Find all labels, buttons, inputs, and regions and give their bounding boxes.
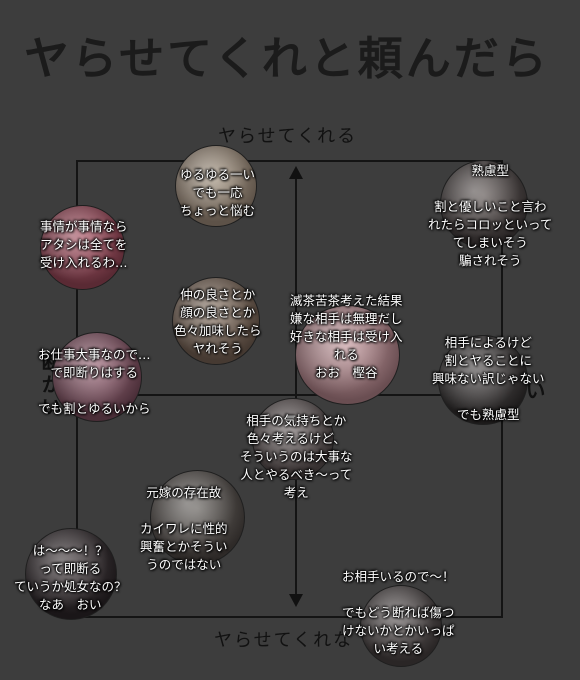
character-avatar (175, 145, 257, 227)
character-avatar (295, 305, 400, 405)
vertical-axis-line-upper (295, 170, 297, 395)
character-avatar (25, 528, 117, 620)
character-avatar (52, 332, 142, 422)
character-note: は〜〜〜！？ って即断る ていうか処女なの？ なあ おい (14, 543, 127, 612)
character-note: ゆるゆる一い でも一応 ちょっと悩む (180, 167, 256, 218)
character-avatar (150, 470, 245, 565)
horizontal-axis-line (76, 394, 503, 396)
character-avatar (172, 277, 260, 365)
arrow-down-icon (289, 594, 303, 607)
character-note: 仲の良さとか 顔の良さとか 色々加味したら ヤれそう (174, 287, 262, 356)
character-avatar (438, 335, 528, 425)
character-note: お仕事大事なので… で即断りはする でも割とゆるいから (38, 347, 151, 416)
arrow-up-icon (289, 166, 303, 179)
character-note: 相手によるけど 割とヤることに 興味ない訳じゃない でも熟慮型 (432, 335, 545, 422)
character-note: 元嫁の存在故 カイワレに性的 興奮とかそうい うのではない (140, 485, 228, 572)
axis-label-bottom: ヤらせてくれな (210, 626, 358, 652)
vertical-axis-line-lower (295, 395, 297, 600)
character-avatar (440, 160, 528, 248)
axis-label-right: い (522, 380, 546, 402)
character-note: 熟慮型 割と優しいこと言わ れたらコロッといって てしまいそう 騙されそう (428, 163, 553, 268)
character-note: 相手の気持ちとか 色々考えるけど、 そういうのは大事な 人とやるべき〜って 考え (240, 413, 353, 500)
character-avatar (40, 205, 125, 290)
character-avatar (252, 398, 334, 480)
character-avatar (360, 585, 442, 667)
page-title: ヤらせてくれと頼んだら (24, 32, 550, 85)
character-note: お相手いるので〜！ でもどう断れば傷つ けないかとかいっぱ い考える (342, 569, 455, 656)
character-note: 事情が事情なら アタシは全てを 受け入れるわ… (40, 219, 128, 270)
character-note: 滅茶苦茶考えた結果 嫌な相手は無理だし 好きな相手は受け入 れる おお 樫谷 (290, 293, 403, 380)
axis-label-top: ヤらせてくれる (214, 122, 362, 148)
